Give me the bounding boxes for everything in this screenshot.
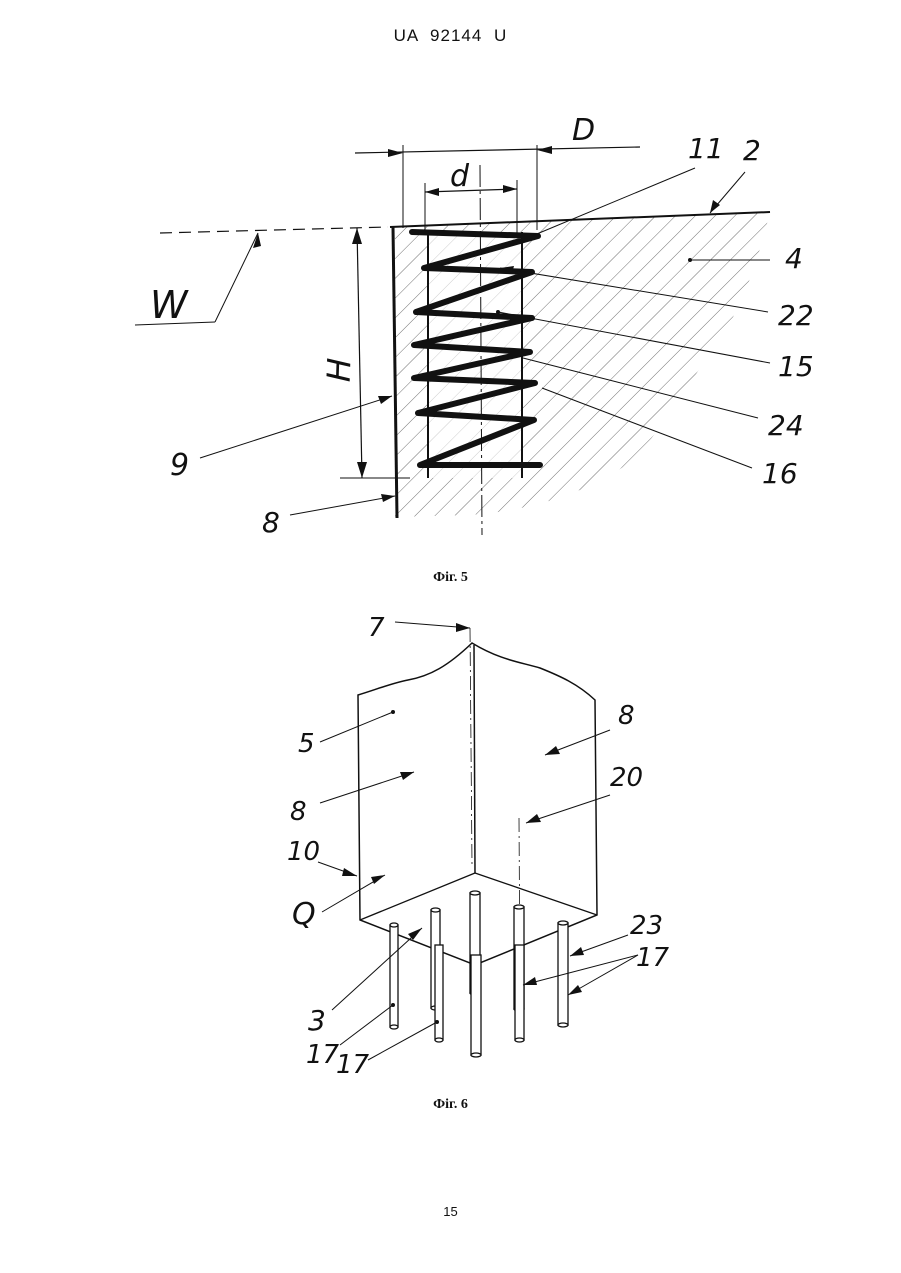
label-d: d	[450, 159, 470, 194]
leader-8	[290, 496, 395, 515]
label-W: W	[150, 283, 189, 327]
label-3: 3	[308, 1004, 326, 1037]
leader-3	[332, 928, 422, 1010]
leader-17-right-a	[523, 955, 638, 985]
label-8-top: 8	[618, 701, 635, 731]
water-level-line	[160, 227, 388, 233]
label-4: 4	[785, 242, 803, 275]
label-D: D	[572, 113, 595, 148]
label-22: 22	[778, 299, 814, 332]
label-24: 24	[768, 409, 804, 442]
label-16: 16	[762, 457, 798, 490]
label-20: 20	[610, 763, 643, 793]
label-2: 2	[743, 134, 761, 167]
dim-H-arrow-bottom	[357, 462, 367, 478]
dim-d-arrow-right	[503, 185, 517, 193]
label-11: 11	[688, 132, 724, 165]
figure-5-caption: Фіг. 5	[0, 570, 901, 586]
figure-5: D d 11 2 4 W 22 15 H 24 9 16 8	[135, 113, 814, 539]
pile	[515, 945, 524, 1040]
label-7: 7	[368, 613, 385, 643]
page-number: 15	[0, 1204, 901, 1219]
column-front-edge	[474, 645, 475, 873]
pile	[471, 955, 481, 1055]
label-9: 9	[170, 448, 189, 483]
figure-6-caption: Фіг. 6	[0, 1097, 901, 1113]
label-8: 8	[290, 797, 307, 827]
label-23: 23	[630, 911, 663, 941]
leader-17-a	[340, 1005, 393, 1045]
label-17-a: 17	[306, 1040, 340, 1070]
label-H: H	[320, 357, 359, 382]
dim-H-line	[357, 228, 362, 478]
label-10: 10	[287, 837, 320, 867]
figure-6: 7 8 5 20 8 10 Q 23 17 3 17 17	[287, 613, 670, 1080]
dim-D-arrow-left	[388, 149, 403, 157]
leader-W-diag	[215, 233, 258, 322]
pile	[390, 925, 398, 1027]
label-8: 8	[262, 506, 280, 539]
label-17-right: 17	[636, 943, 670, 973]
dim-d-arrow-left	[425, 188, 439, 196]
pile	[435, 945, 443, 1040]
dim-H-arrow-top	[352, 228, 362, 244]
label-5: 5	[298, 729, 315, 759]
label-Q: Q	[292, 897, 316, 932]
leader-9	[200, 396, 392, 458]
label-15: 15	[778, 350, 814, 383]
label-17-b: 17	[336, 1050, 370, 1080]
dim-D-arrow-right	[537, 146, 552, 154]
leader-17-b	[368, 1022, 437, 1060]
